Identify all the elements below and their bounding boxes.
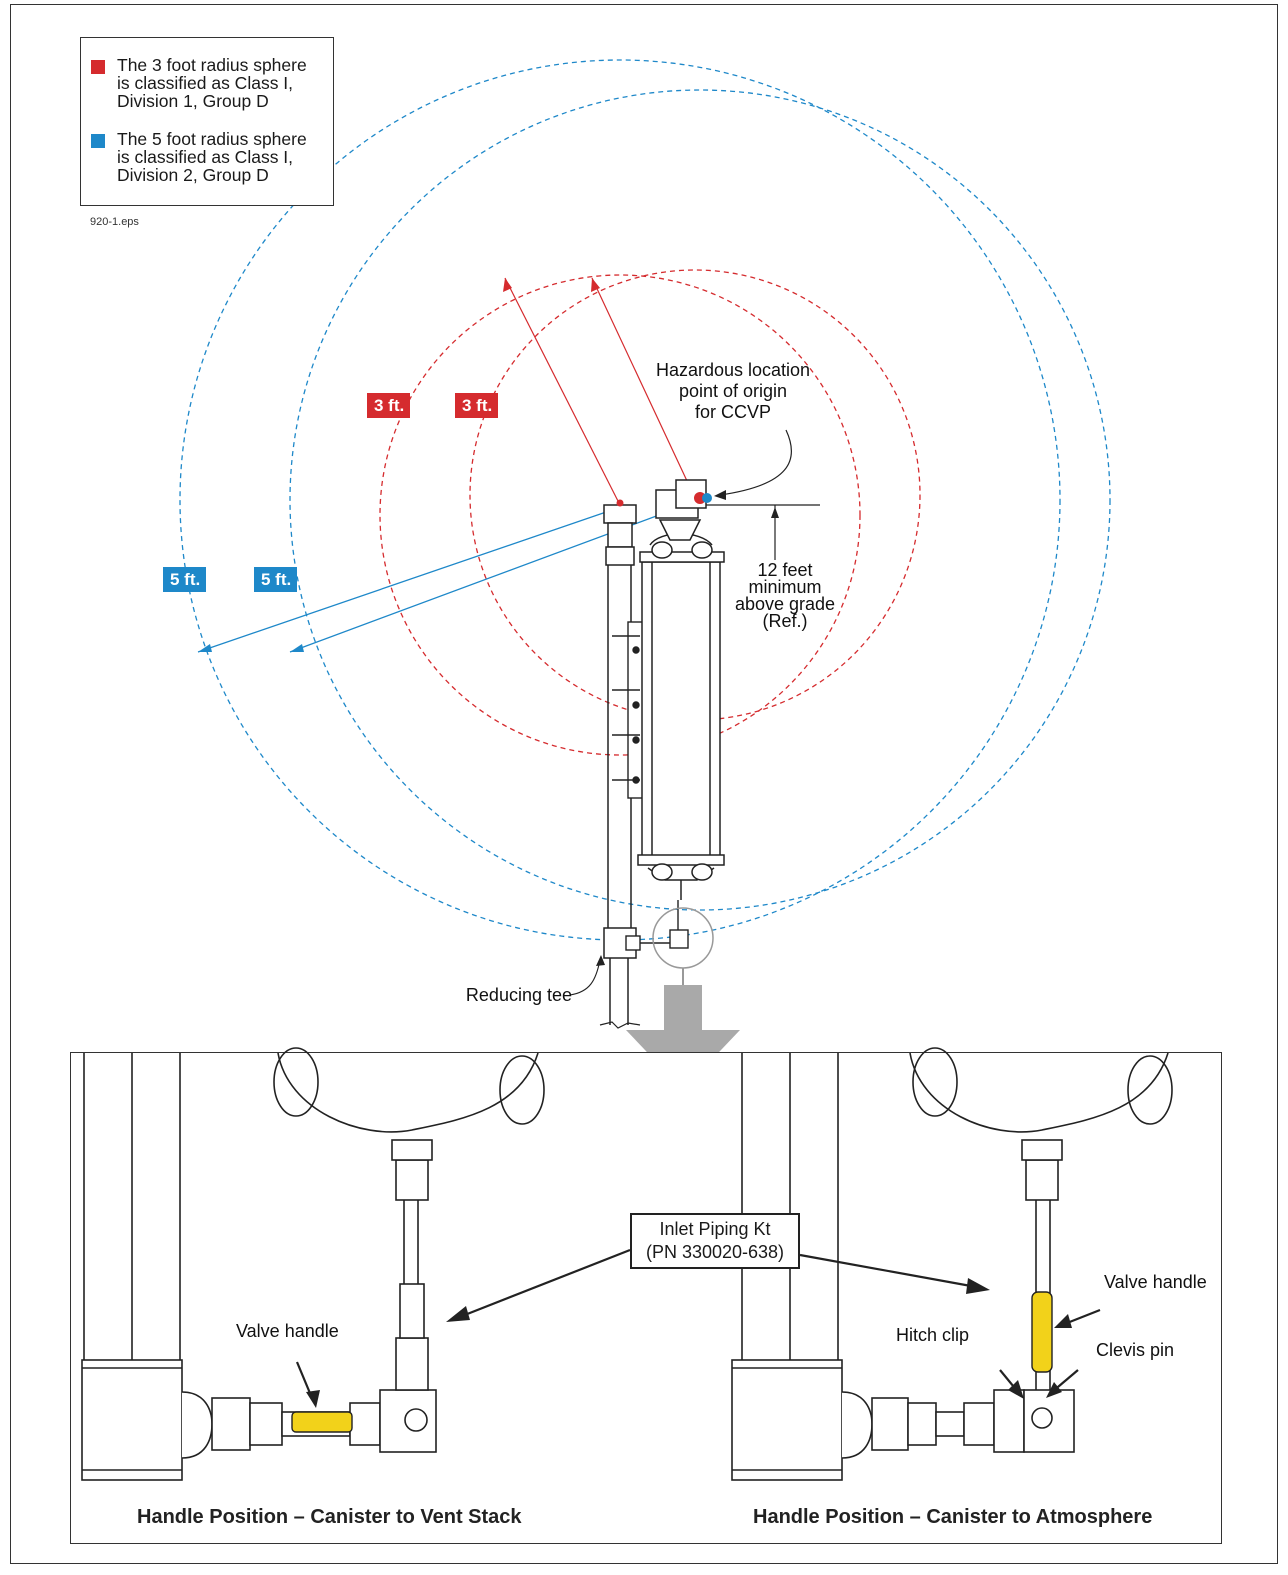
inlet-kit-callout: Inlet Piping Kt (PN 330020-638): [630, 1213, 800, 1269]
height-note: 12 feet minimum above grade (Ref.): [734, 560, 836, 631]
ccvp-head: [639, 479, 725, 563]
clevis-pin-label: Clevis pin: [1096, 1340, 1175, 1360]
canister: [637, 561, 725, 900]
origin-note: Hazardous location point of origin for C…: [655, 360, 811, 422]
valve-handle-label-left: Valve handle: [236, 1321, 339, 1341]
figure-frame: [10, 4, 1278, 1564]
reducing-tee-label: Reducing tee: [465, 985, 572, 1005]
blue-dimension-tag-left: 5 ft.: [163, 567, 207, 592]
legend-text: The 5 foot radius sphere is classified a…: [117, 129, 307, 185]
legend-text: The 3 foot radius sphere is classified a…: [117, 55, 307, 111]
inlet-piping-small: [625, 900, 689, 951]
detail-panel: [70, 1052, 1222, 1544]
red-dimension-tag-right: 3 ft.: [455, 393, 499, 418]
blue-square-icon: [91, 134, 105, 148]
red-square-icon: [91, 60, 105, 74]
figure-id: 920-1.eps: [90, 216, 139, 228]
caption-right: Handle Position – Canister to Atmosphere: [753, 1506, 1153, 1528]
blue-sphere-right: [289, 89, 1111, 911]
valve-handle-label-right: Valve handle: [1104, 1272, 1207, 1292]
red-dimension-tag-left: 3 ft.: [367, 393, 411, 418]
red-sphere-left: [379, 274, 861, 756]
legend: The 3 foot radius sphere is classified a…: [80, 37, 334, 206]
caption-left: Handle Position – Canister to Vent Stack: [137, 1506, 522, 1528]
hazard-zone-diagram: [179, 59, 1111, 1060]
hitch-clip-label: Hitch clip: [896, 1325, 970, 1345]
blue-dimension-tag-right: 5 ft.: [254, 567, 298, 592]
blue-sphere-left: [179, 59, 1061, 941]
